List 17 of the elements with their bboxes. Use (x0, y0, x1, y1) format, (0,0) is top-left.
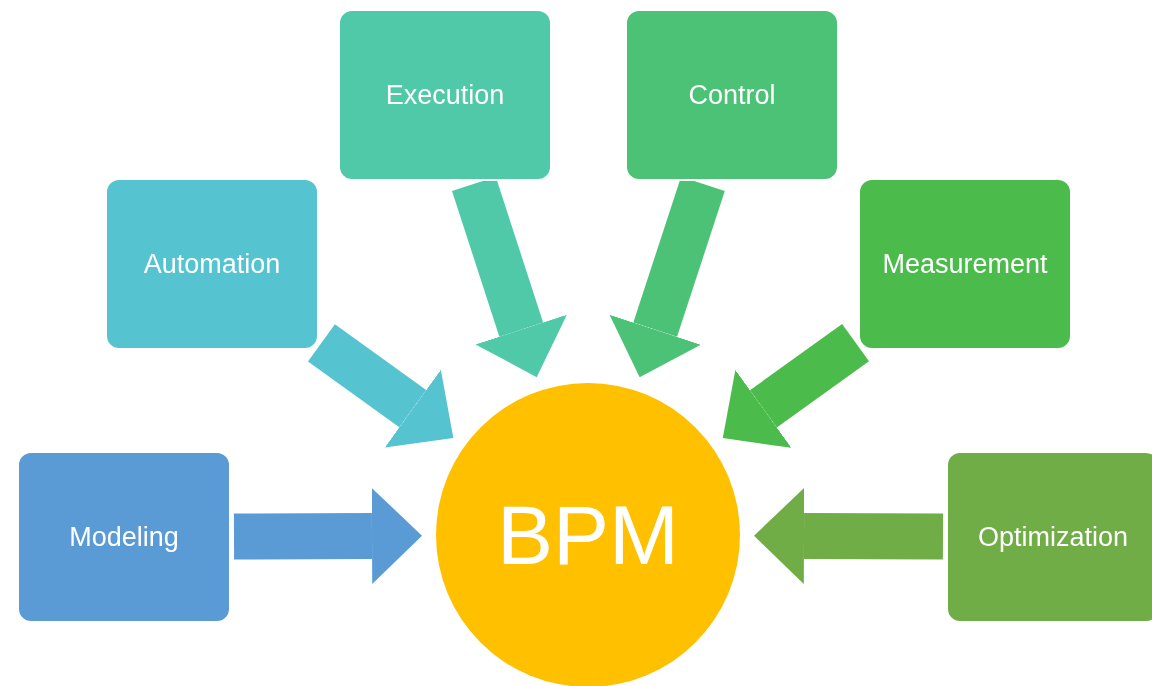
process-box (105, 178, 319, 350)
block-arrow (754, 487, 944, 584)
process-box (338, 9, 552, 181)
process-box (946, 451, 1152, 623)
process-box (858, 178, 1072, 350)
block-arrow (307, 324, 454, 448)
node-label: Optimization (977, 521, 1129, 553)
process-box (17, 451, 231, 623)
block-arrow (722, 324, 869, 448)
node-label: Execution (385, 79, 505, 111)
node-label: Automation (143, 248, 281, 280)
node-label: Control (688, 79, 776, 111)
process-box (625, 9, 839, 181)
node-label: BPM (497, 486, 679, 584)
node-label: Measurement (882, 248, 1048, 280)
node-label: Modeling (69, 521, 179, 553)
block-arrow (233, 487, 422, 584)
